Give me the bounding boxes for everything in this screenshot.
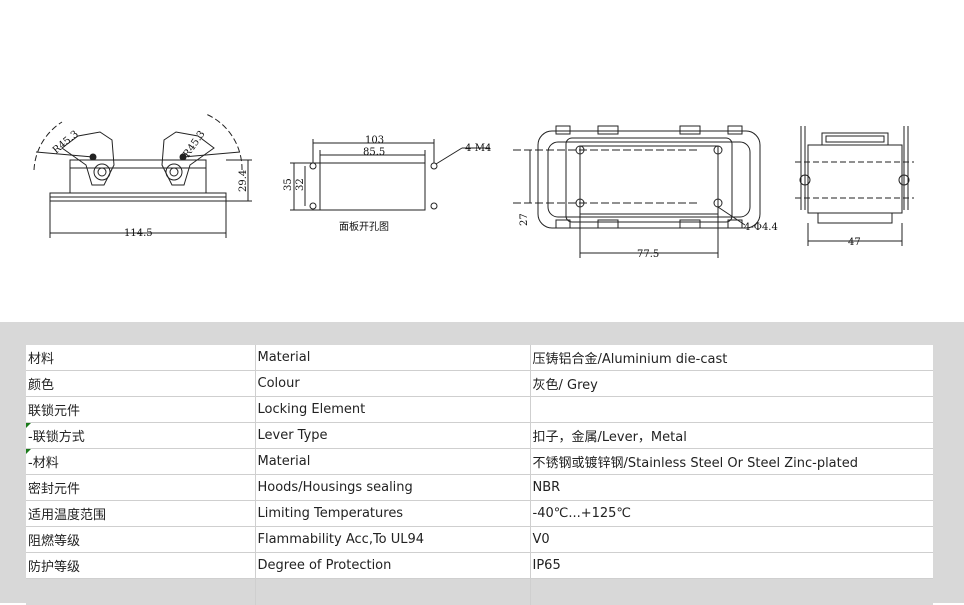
spec-label-en: Colour — [255, 371, 530, 397]
spec-row-locking-element: 联锁元件 Locking Element — [26, 397, 933, 423]
spec-value: 扣子，金属/Lever，Metal — [530, 423, 933, 449]
spec-value — [530, 397, 933, 423]
spec-label-cn: 联锁元件 — [26, 397, 255, 423]
end-width-dim: 47 — [848, 237, 861, 248]
cutout-height-outer: 35 — [283, 178, 294, 191]
spec-row-blank — [26, 579, 933, 605]
cutout-outer-dim: 103 — [365, 135, 384, 146]
spec-value: -40℃...+125℃ — [530, 501, 933, 527]
blank-cell — [255, 579, 530, 605]
cutout-height-inner: 32 — [295, 178, 306, 191]
cutout-inner-dim: 85.5 — [363, 147, 385, 158]
spec-label-en: Flammability Acc,To UL94 — [255, 527, 530, 553]
spec-label-cn: 适用温度范围 — [26, 501, 255, 527]
spec-value: NBR — [530, 475, 933, 501]
spec-label-en: Locking Element — [255, 397, 530, 423]
spec-label-cn: 阻燃等级 — [26, 527, 255, 553]
spec-label-cn: 密封元件 — [26, 475, 255, 501]
spec-label-en: Limiting Temperatures — [255, 501, 530, 527]
spec-value: 不锈钢或镀锌钢/Stainless Steel Or Steel Zinc-pl… — [530, 449, 933, 475]
spec-section: 材料 Material 压铸铝合金/Aluminium die-cast 颜色 … — [0, 322, 964, 603]
side-width-dim: 114.5 — [124, 228, 153, 239]
side-height-dim: 29.4 — [238, 170, 249, 192]
side-view-drawing — [34, 114, 252, 238]
spec-table: 材料 Material 压铸铝合金/Aluminium die-cast 颜色 … — [26, 345, 933, 605]
top-view-drawing — [513, 126, 760, 258]
spec-label-cn: -材料 — [26, 449, 255, 475]
spec-label-en: Lever Type — [255, 423, 530, 449]
spec-label-cn: -联锁方式 — [26, 423, 255, 449]
spec-value: 灰色/ Grey — [530, 371, 933, 397]
spec-row-material: 材料 Material 压铸铝合金/Aluminium die-cast — [26, 345, 933, 371]
spec-label-cn: 颜色 — [26, 371, 255, 397]
top-holes-spec: 4-Φ4.4 — [744, 222, 778, 233]
cutout-hole-spec: 4-M4 — [465, 143, 491, 154]
spec-row-flammability: 阻燃等级 Flammability Acc,To UL94 V0 — [26, 527, 933, 553]
top-width-dim: 77.5 — [637, 249, 659, 260]
technical-drawings: R45.3 R45.3 29.4 114.5 103 85.5 4-M4 35 … — [0, 0, 964, 322]
spec-label-cn: 材料 — [26, 345, 255, 371]
spec-row-lever-material: -材料 Material 不锈钢或镀锌钢/Stainless Steel Or … — [26, 449, 933, 475]
end-view-drawing — [795, 126, 914, 246]
spec-label-cn: 防护等级 — [26, 553, 255, 579]
spec-row-lever-type: -联锁方式 Lever Type 扣子，金属/Lever，Metal — [26, 423, 933, 449]
top-height-dim: 27 — [519, 213, 530, 226]
spec-row-temperatures: 适用温度范围 Limiting Temperatures -40℃...+125… — [26, 501, 933, 527]
panel-cutout-drawing — [290, 139, 490, 210]
spec-label-en: Material — [255, 345, 530, 371]
blank-cell — [26, 579, 255, 605]
spec-row-sealing: 密封元件 Hoods/Housings sealing NBR — [26, 475, 933, 501]
side-radius-left: R45.3 — [51, 129, 81, 157]
blank-cell — [530, 579, 933, 605]
spec-value: V0 — [530, 527, 933, 553]
cutout-caption: 面板开孔图 — [339, 220, 389, 233]
spec-label-en: Degree of Protection — [255, 553, 530, 579]
spec-value: 压铸铝合金/Aluminium die-cast — [530, 345, 933, 371]
spec-row-colour: 颜色 Colour 灰色/ Grey — [26, 371, 933, 397]
drawings-svg: R45.3 R45.3 29.4 114.5 103 85.5 4-M4 35 … — [0, 0, 964, 322]
spec-value: IP65 — [530, 553, 933, 579]
spec-row-protection: 防护等级 Degree of Protection IP65 — [26, 553, 933, 579]
spec-label-en: Material — [255, 449, 530, 475]
spec-label-en: Hoods/Housings sealing — [255, 475, 530, 501]
